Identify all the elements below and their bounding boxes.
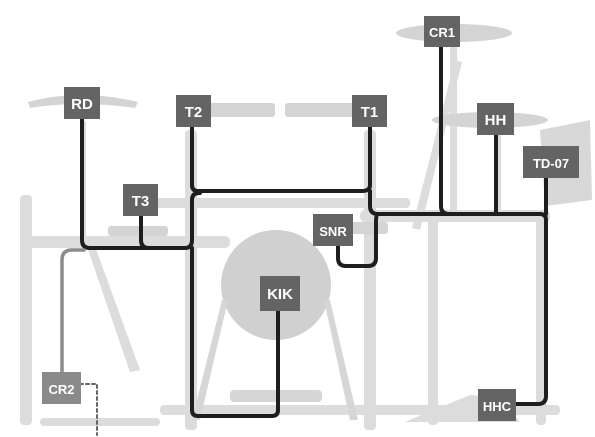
label-box-td07 (523, 146, 579, 178)
label-box-t1 (352, 95, 387, 127)
tom-bar (150, 198, 410, 208)
label-cr2: CR2 (42, 372, 81, 404)
cable-crash2 (60, 248, 86, 374)
label-text-hh: HH (485, 112, 507, 129)
drum-rack-hardware (20, 40, 560, 430)
optional-cables (60, 248, 98, 436)
cable-hihat-control (368, 189, 548, 406)
kick-drum (192, 230, 358, 420)
label-text-cr2: CR2 (48, 382, 74, 397)
label-text-rd: RD (71, 96, 93, 113)
label-box-cr2 (42, 372, 81, 404)
label-text-td07: TD-07 (533, 156, 569, 171)
tom2-pad (200, 103, 275, 117)
label-box-t2 (176, 95, 211, 127)
tom3-pad (108, 226, 168, 236)
label-text-snr: SNR (319, 224, 347, 239)
label-hh: HH (477, 103, 514, 135)
label-text-cr1: CR1 (429, 25, 455, 40)
label-box-cr1 (424, 16, 460, 47)
kick-left-leg (192, 300, 228, 420)
cable-snare (336, 212, 380, 268)
label-snr: SNR (313, 214, 353, 246)
label-box-rd (64, 87, 100, 119)
cable-crash1 (439, 43, 451, 216)
label-t3: T3 (123, 184, 158, 216)
label-t2: T2 (176, 95, 211, 127)
cable-tom2-tom1 (190, 118, 372, 193)
label-text-t1: T1 (361, 104, 379, 121)
cable-crash2-dashed (79, 383, 98, 436)
cable-trunk-upper (183, 191, 202, 250)
label-t1: T1 (352, 95, 387, 127)
ride-tripod-leg (84, 238, 140, 372)
cable-tom3 (139, 211, 151, 250)
label-text-t3: T3 (132, 193, 150, 210)
right-leg-outer (536, 215, 546, 425)
cable-kick (190, 246, 280, 418)
left-rack-bar (20, 236, 230, 248)
label-kik: KIK (260, 276, 300, 311)
kick-right-leg (324, 300, 358, 420)
label-box-hhc (478, 389, 516, 421)
label-rd: RD (64, 87, 100, 119)
label-text-hhc: HHC (483, 399, 512, 414)
left-rack-pipe (20, 195, 32, 425)
tom1-pad (285, 103, 360, 117)
label-box-kik (260, 276, 300, 311)
label-text-kik: KIK (267, 286, 293, 303)
cable-ride (80, 110, 187, 250)
label-text-t2: T2 (185, 104, 203, 121)
right-leg-inner (428, 215, 438, 425)
label-td07: TD-07 (523, 146, 579, 178)
label-hhc: HHC (478, 389, 516, 421)
label-box-hh (477, 103, 514, 135)
left-foot-rail (40, 418, 160, 426)
crash1-tripod-leg (412, 60, 462, 230)
label-box-snr (313, 214, 353, 246)
label-box-t3 (123, 184, 158, 216)
label-cr1: CR1 (424, 16, 460, 47)
cables (80, 43, 548, 418)
